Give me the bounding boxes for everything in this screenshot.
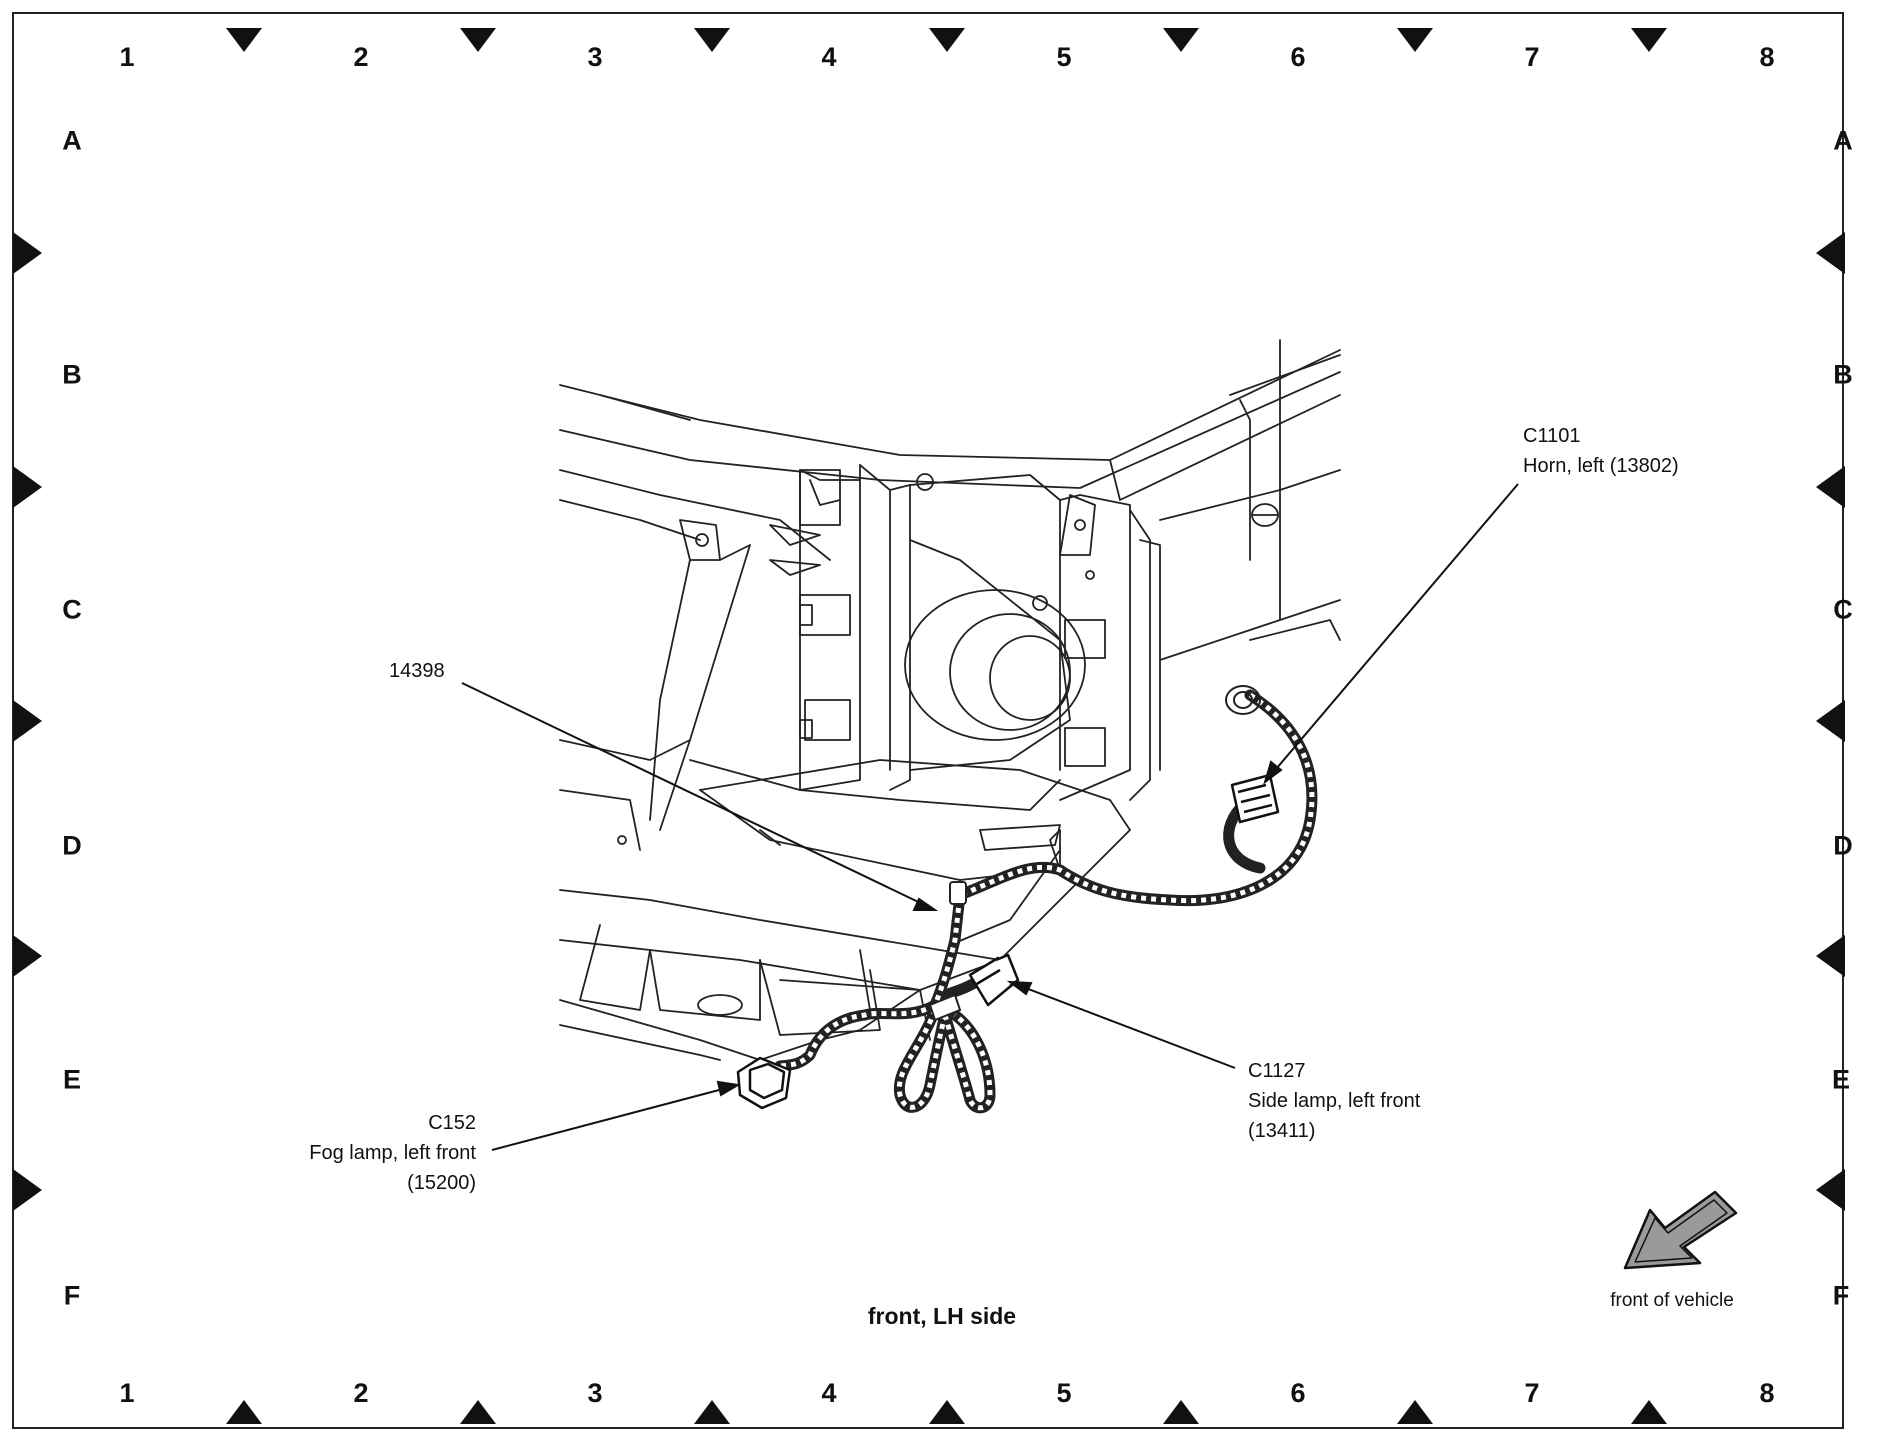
grid-row-d-right: D xyxy=(1833,830,1853,861)
grid-col-3-top: 3 xyxy=(587,42,603,72)
view-caption: front, LH side xyxy=(867,1303,1017,1329)
grid-col-6-top: 6 xyxy=(1290,42,1306,72)
grid-col-4-bottom: 4 xyxy=(821,1378,837,1408)
callout-c1127-desc: Side lamp, left front xyxy=(1248,1090,1421,1112)
grid-col-2-bottom: 2 xyxy=(353,1378,369,1408)
grid-row-f-right: F xyxy=(1832,1280,1850,1311)
callout-c1101-desc: Horn, left (13802) xyxy=(1523,455,1679,477)
grid-col-5-top: 5 xyxy=(1056,42,1072,72)
grid-row-b-right: B xyxy=(1833,359,1853,390)
grid-col-4-top: 4 xyxy=(821,42,837,72)
grid-col-5-bottom: 5 xyxy=(1056,1378,1072,1408)
callout-c1127-part: (13411) xyxy=(1248,1120,1316,1142)
connector-c152 xyxy=(736,1056,792,1110)
grid-col-7-top: 7 xyxy=(1524,42,1540,72)
grid-col-1-top: 1 xyxy=(119,42,135,72)
callout-c152-code: C152 xyxy=(428,1112,476,1134)
harness-loom-texture xyxy=(779,692,1315,1111)
grid-row-d-left: D xyxy=(62,830,82,861)
callout-c1101-code: C1101 xyxy=(1523,425,1581,447)
callout-c152-part: (15200) xyxy=(407,1172,476,1194)
leader-lines xyxy=(461,483,1519,1151)
grid-row-e-right: E xyxy=(1831,1064,1851,1095)
front-of-vehicle-label: front of vehicle xyxy=(1610,1290,1734,1311)
callout-c1127: C1127 Side lamp, left front (13411) xyxy=(1248,1056,1420,1146)
harness-clip xyxy=(928,881,967,1022)
grid-col-8-top: 8 xyxy=(1759,42,1775,72)
grid-col-6-bottom: 6 xyxy=(1290,1378,1306,1408)
callout-c1127-code: C1127 xyxy=(1248,1060,1306,1082)
grid-row-b-left: B xyxy=(62,359,82,390)
connector-c1127 xyxy=(968,953,1020,1007)
callout-c1101: C1101 Horn, left (13802) xyxy=(1523,421,1679,481)
grid-col-3-bottom: 3 xyxy=(587,1378,603,1408)
grid-col-7-bottom: 7 xyxy=(1524,1378,1540,1408)
grid-row-a-left: A xyxy=(62,125,82,156)
grid-row-c-left: C xyxy=(62,594,82,625)
grid-row-e-left: E xyxy=(62,1064,82,1095)
radiator-support-drawing xyxy=(559,339,1341,1061)
grid-row-a-right: A xyxy=(1833,125,1853,156)
connector-c1101 xyxy=(1230,773,1280,824)
callout-c152: C152 Fog lamp, left front (15200) xyxy=(250,1108,476,1198)
grid-col-8-bottom: 8 xyxy=(1759,1378,1775,1408)
grid-markers xyxy=(13,28,1845,1424)
grid-col-2-top: 2 xyxy=(353,42,369,72)
grommet xyxy=(1225,685,1261,715)
front-of-vehicle-arrow-icon xyxy=(1623,1190,1738,1270)
callout-c152-desc: Fog lamp, left front xyxy=(309,1142,476,1164)
grid-row-c-right: C xyxy=(1833,594,1853,625)
grid-col-1-bottom: 1 xyxy=(119,1378,135,1408)
callout-14398: 14398 xyxy=(389,660,445,682)
grid-row-f-left: F xyxy=(63,1280,81,1311)
